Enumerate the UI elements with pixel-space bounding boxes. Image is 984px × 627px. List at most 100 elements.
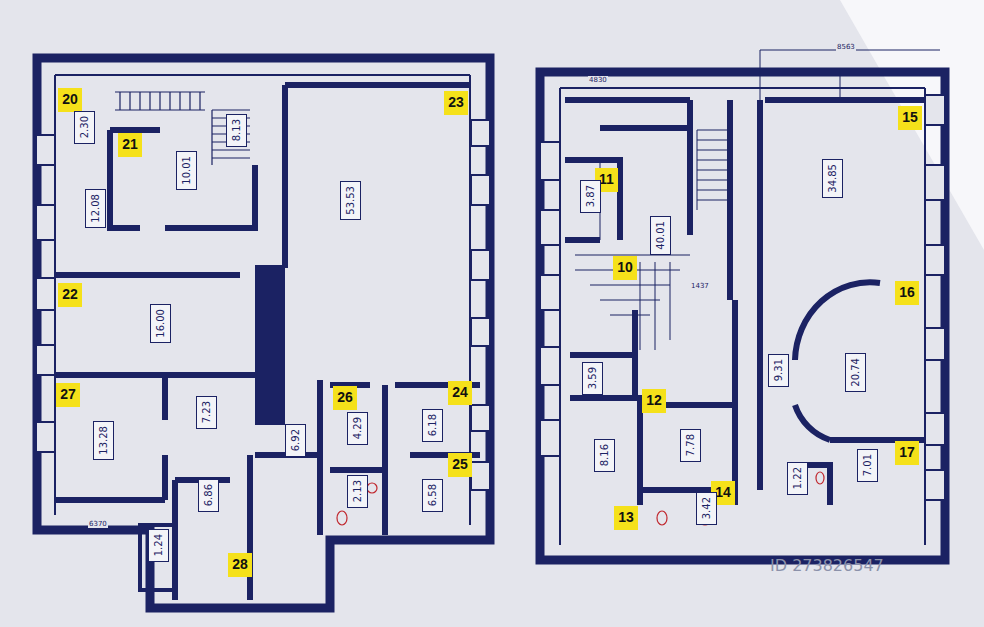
- interior-wall: [565, 100, 925, 505]
- room-number: 16: [899, 285, 915, 300]
- window: [471, 175, 490, 205]
- window: [925, 470, 945, 500]
- room-area-box: 4.29: [347, 412, 368, 445]
- room-number-tag: 21: [118, 133, 142, 157]
- window: [540, 420, 560, 456]
- inner-wall-line: [55, 75, 925, 545]
- window: [925, 413, 945, 445]
- room-area: 7.23: [201, 401, 212, 423]
- dimension: 1437: [690, 282, 710, 290]
- room-number: 17: [899, 445, 915, 460]
- room-area-box: 6.86: [198, 479, 219, 512]
- paper-edge: [840, 0, 984, 250]
- room-area-box: 7.78: [680, 429, 701, 462]
- room-number: 10: [617, 260, 633, 275]
- room-area: 12.08: [90, 194, 101, 223]
- room-number: 27: [60, 387, 76, 402]
- room-area-box: 10.01: [176, 151, 197, 190]
- room-area: 8.16: [599, 444, 610, 466]
- room-area: 6.58: [427, 484, 438, 506]
- dimension: 8563: [836, 43, 856, 51]
- watermark: ID 273826547: [770, 556, 884, 575]
- window: [925, 328, 945, 360]
- outer-wall: [37, 58, 490, 608]
- window: [925, 245, 945, 275]
- room-area: 20.74: [850, 358, 861, 387]
- room-number: 24: [452, 385, 468, 400]
- room-number: 13: [618, 510, 634, 525]
- window: [925, 165, 945, 200]
- room-number-tag: 16: [895, 281, 919, 305]
- sink-symbol: [367, 483, 377, 493]
- pillar: [255, 265, 285, 425]
- room-area-box: 7.01: [857, 449, 878, 482]
- room-area-box: 3.59: [582, 362, 603, 395]
- room-number-tag: 13: [614, 506, 638, 530]
- dimension: 4830: [588, 76, 608, 84]
- window: [471, 250, 490, 280]
- window: [36, 345, 55, 375]
- room-area: 7.78: [685, 434, 696, 456]
- room-area: 4.29: [352, 417, 363, 439]
- window: [925, 95, 945, 125]
- toilet-symbol: [337, 511, 347, 525]
- window: [36, 278, 55, 310]
- room-area: 13.28: [98, 426, 109, 455]
- room-area: 6.86: [203, 484, 214, 506]
- room-number-tag: 22: [58, 283, 82, 307]
- sanitary-symbols: [337, 472, 824, 525]
- room-area: 2.13: [352, 480, 363, 502]
- room-area: 2.30: [79, 116, 90, 138]
- room-area-box: 53.53: [340, 181, 361, 220]
- toilet-symbol: [816, 472, 824, 484]
- room-area-box: 6.18: [422, 409, 443, 442]
- room-area: 1.24: [153, 534, 164, 556]
- interior-wall: [140, 525, 175, 590]
- arched-wall: [795, 282, 880, 440]
- room-area-box: 40.01: [650, 216, 671, 255]
- room-area: 7.01: [862, 454, 873, 476]
- room-area-box: 12.08: [85, 189, 106, 228]
- room-area: 1.22: [792, 467, 803, 489]
- room-number-tag: 12: [642, 389, 666, 413]
- windows: [36, 95, 945, 500]
- room-number-tag: 15: [898, 106, 922, 130]
- room-number-tag: 20: [58, 88, 82, 112]
- room-area-box: 3.87: [580, 180, 601, 213]
- room-area-box: 9.31: [768, 354, 789, 387]
- room-area-box: 34.85: [822, 159, 843, 198]
- room-number-tag: 27: [56, 383, 80, 407]
- room-number-tag: 26: [333, 386, 357, 410]
- room-area: 40.01: [655, 221, 666, 250]
- window: [471, 120, 490, 146]
- window: [540, 347, 560, 385]
- room-number-tag: 10: [613, 256, 637, 280]
- room-number: 22: [62, 287, 78, 302]
- room-area: 8.13: [231, 119, 242, 141]
- room-area-box: 1.22: [787, 462, 808, 495]
- room-number: 23: [448, 95, 464, 110]
- room-number: 21: [122, 137, 138, 152]
- window: [36, 135, 55, 165]
- window: [540, 275, 560, 310]
- room-area-box: 8.13: [226, 114, 247, 147]
- window: [471, 462, 490, 490]
- room-area-box: 1.24: [148, 529, 169, 562]
- stairs: [575, 50, 940, 350]
- room-area: 6.92: [290, 429, 301, 451]
- window: [36, 422, 55, 452]
- room-number-tag: 24: [448, 381, 472, 405]
- room-area-box: 8.16: [594, 439, 615, 472]
- room-area-box: 7.23: [196, 396, 217, 429]
- room-number-tag: 28: [228, 553, 252, 577]
- room-number: 14: [715, 485, 731, 500]
- room-area-box: 2.30: [74, 111, 95, 144]
- room-area: 3.59: [587, 367, 598, 389]
- room-number: 12: [646, 393, 662, 408]
- room-number: 25: [452, 457, 468, 472]
- room-number: 28: [232, 557, 248, 572]
- room-area-box: 2.13: [347, 475, 368, 508]
- interior-wall: [55, 85, 480, 600]
- room-area: 9.31: [773, 359, 784, 381]
